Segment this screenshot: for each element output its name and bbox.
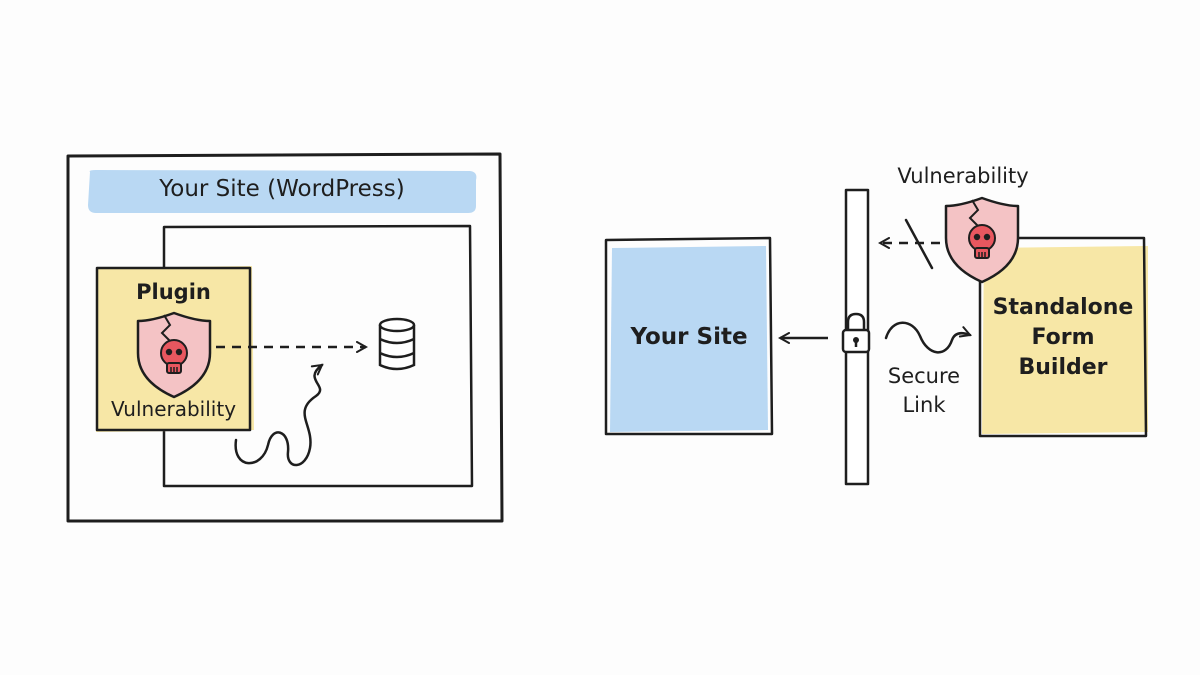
external-vulnerability-label: Vulnerability — [897, 164, 1029, 188]
padlock-icon — [841, 312, 871, 354]
shield-skull-icon — [136, 311, 212, 399]
secure-link-arrow — [884, 321, 970, 354]
site-title-highlight — [88, 170, 477, 213]
wordpress-site-frame — [66, 152, 504, 523]
database-icon — [378, 317, 416, 371]
squiggly-attack-arrow — [234, 363, 322, 467]
plugin-vulnerability-label: Vulnerability — [110, 397, 237, 421]
your-site-label: Your Site — [630, 324, 748, 350]
form-builder-label-line1: Standalone — [992, 295, 1134, 320]
form-builder-label-line2: Form — [1031, 325, 1095, 350]
plugin-label: Plugin — [136, 280, 211, 304]
secure-link-label-line1: Secure — [887, 364, 961, 388]
secure-link-label-line2: Link — [902, 393, 946, 417]
form-builder-box — [978, 236, 1148, 438]
blocked-attack-arrow — [880, 218, 940, 270]
site-title: Your Site (WordPress) — [159, 176, 405, 202]
shield-skull-icon-right — [944, 196, 1020, 284]
your-site-box — [604, 236, 774, 436]
form-builder-label-line3: Builder — [1018, 355, 1108, 380]
